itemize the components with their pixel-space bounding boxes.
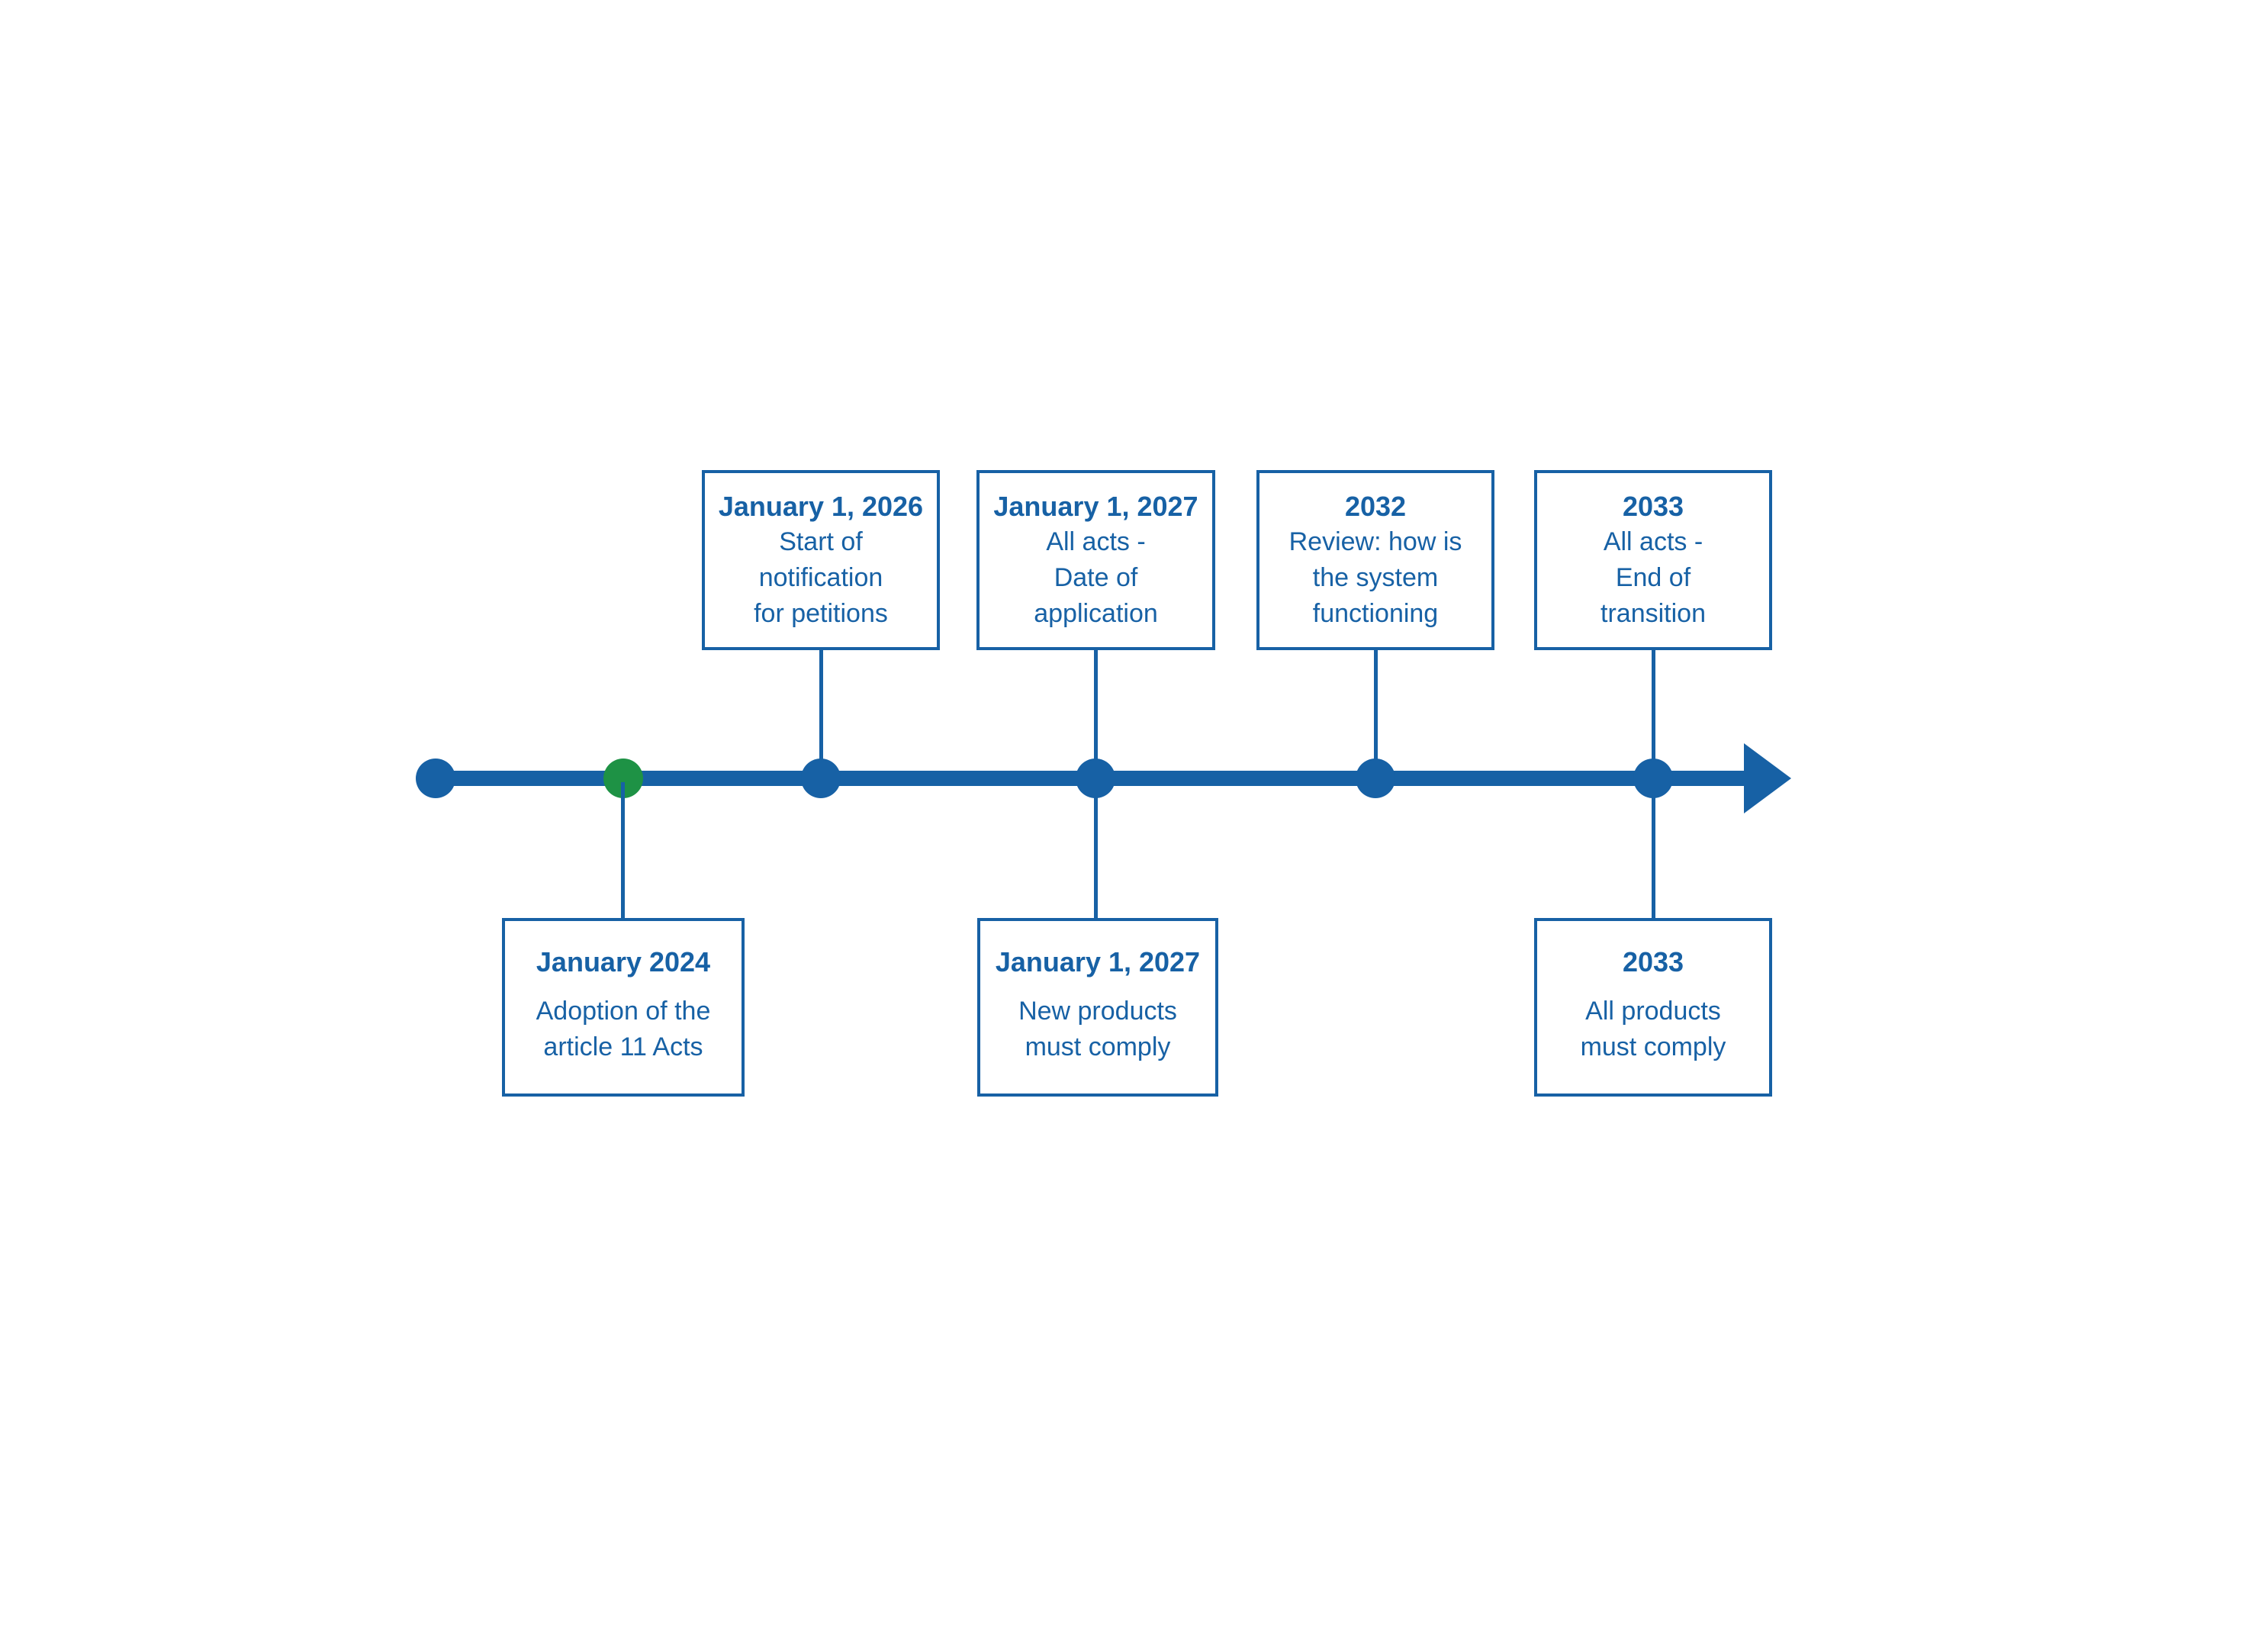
timeline-dot-start: [416, 759, 455, 798]
connector-line-january-2024: [621, 782, 625, 918]
event-description: Review: how is the system functioning: [1288, 527, 1462, 628]
event-description: Adoption of the article 11 Acts: [536, 997, 711, 1061]
connector-line-2032: [1374, 649, 1378, 775]
event-date: 2032: [1344, 491, 1407, 522]
event-date: January 2024: [536, 946, 711, 978]
event-description: All acts - Date of application: [1034, 527, 1158, 628]
event-description: Start of notification for petitions: [754, 527, 888, 628]
event-box-2033-below: 2033 All products must comply: [1534, 918, 1772, 1097]
connector-line-january-2027-below: [1094, 782, 1098, 918]
event-date: January 1, 2026: [718, 491, 924, 522]
event-date: January 1, 2027: [995, 946, 1201, 978]
event-description: All acts - End of transition: [1600, 527, 1706, 628]
connector-line-january-2026: [819, 649, 823, 775]
event-date: January 1, 2027: [993, 491, 1198, 522]
event-description: New products must comply: [1018, 997, 1177, 1061]
event-box-2032: 2032 Review: how is the system functioni…: [1256, 470, 1494, 650]
event-date: 2033: [1622, 946, 1684, 978]
arrow-right-icon: [1744, 743, 1791, 813]
event-date: 2033: [1622, 491, 1684, 522]
event-description: All products must comply: [1580, 997, 1726, 1061]
event-box-january-2027-above: January 1, 2027 All acts - Date of appli…: [976, 470, 1215, 650]
connector-line-2033-below: [1652, 782, 1655, 918]
event-box-january-2024: January 2024 Adoption of the article 11 …: [502, 918, 745, 1097]
event-box-2033-above: 2033 All acts - End of transition: [1534, 470, 1772, 650]
connector-line-2033-above: [1652, 649, 1655, 775]
connector-line-january-2027-above: [1094, 649, 1098, 775]
event-box-january-2026: January 1, 2026 Start of notification fo…: [702, 470, 940, 650]
event-box-january-2027-below: January 1, 2027 New products must comply: [977, 918, 1218, 1097]
